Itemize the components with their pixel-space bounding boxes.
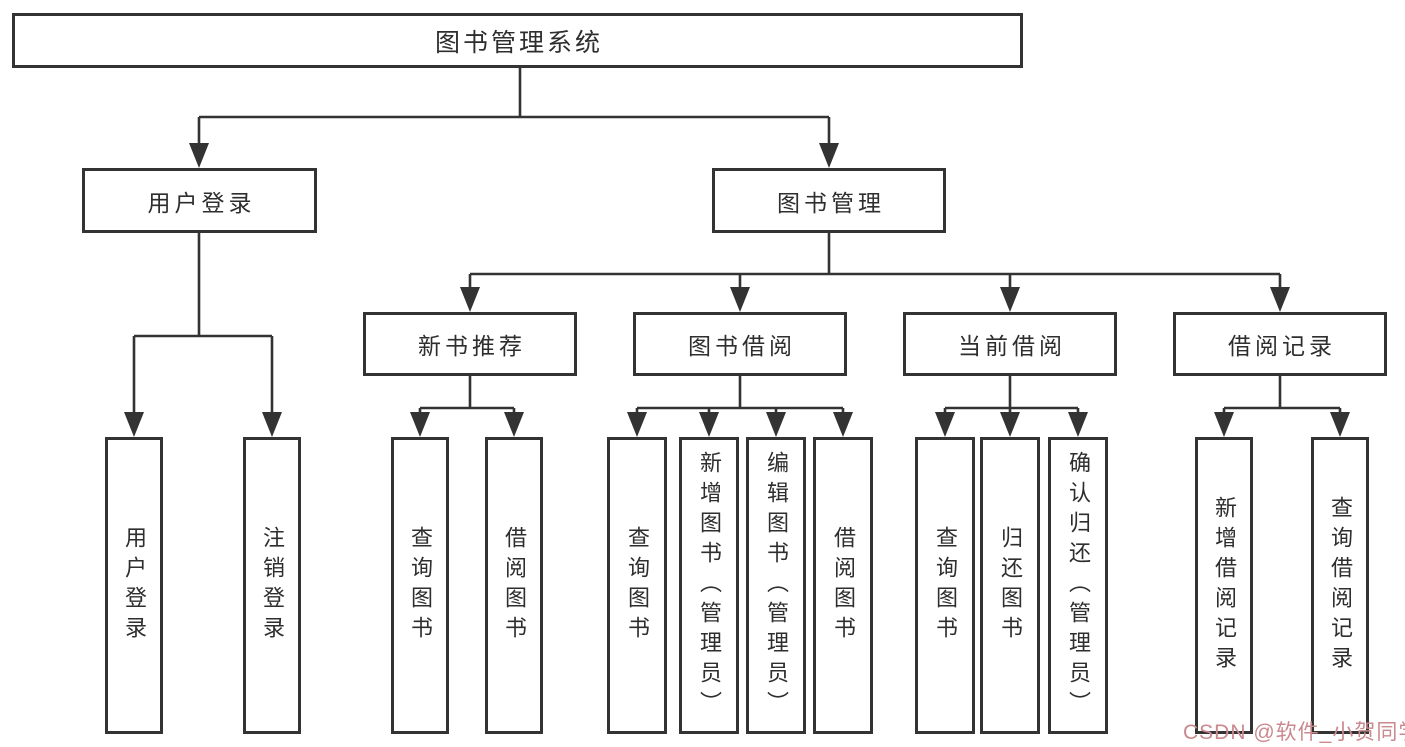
connector-path bbox=[132, 68, 1342, 415]
leaf-query-book-recommend: 查询图书 bbox=[391, 437, 449, 734]
node-book-management: 图书管理 bbox=[712, 168, 946, 233]
leaf-query-book-current: 查询图书 bbox=[915, 437, 975, 734]
node-book-borrowing: 图书借阅 bbox=[633, 312, 847, 376]
leaf-edit-book-admin: 编辑图书（管理员） bbox=[746, 437, 806, 734]
arrowheads bbox=[124, 143, 1350, 437]
leaf-user-login: 用户登录 bbox=[105, 437, 163, 734]
leaf-borrow-book: 借阅图书 bbox=[813, 437, 873, 734]
leaf-query-borrow-record: 查询借阅记录 bbox=[1311, 437, 1369, 734]
leaf-confirm-return-admin: 确认归还（管理员） bbox=[1048, 437, 1108, 734]
node-borrowing-records: 借阅记录 bbox=[1173, 312, 1387, 376]
node-user-login: 用户登录 bbox=[82, 168, 317, 233]
node-current-borrowing: 当前借阅 bbox=[903, 312, 1117, 376]
node-library-system: 图书管理系统 bbox=[12, 13, 1023, 68]
leaf-add-book-admin: 新增图书（管理员） bbox=[679, 437, 739, 734]
leaf-add-borrow-record: 新增借阅记录 bbox=[1195, 437, 1253, 734]
node-new-book-recommend: 新书推荐 bbox=[363, 312, 577, 376]
leaf-logout: 注销登录 bbox=[243, 437, 301, 734]
watermark: CSDN @软件_小贺同学 bbox=[1183, 721, 1405, 744]
leaf-return-book: 归还图书 bbox=[980, 437, 1040, 734]
leaf-query-book-borrowing: 查询图书 bbox=[607, 437, 667, 734]
leaf-borrow-book-recommend: 借阅图书 bbox=[485, 437, 543, 734]
